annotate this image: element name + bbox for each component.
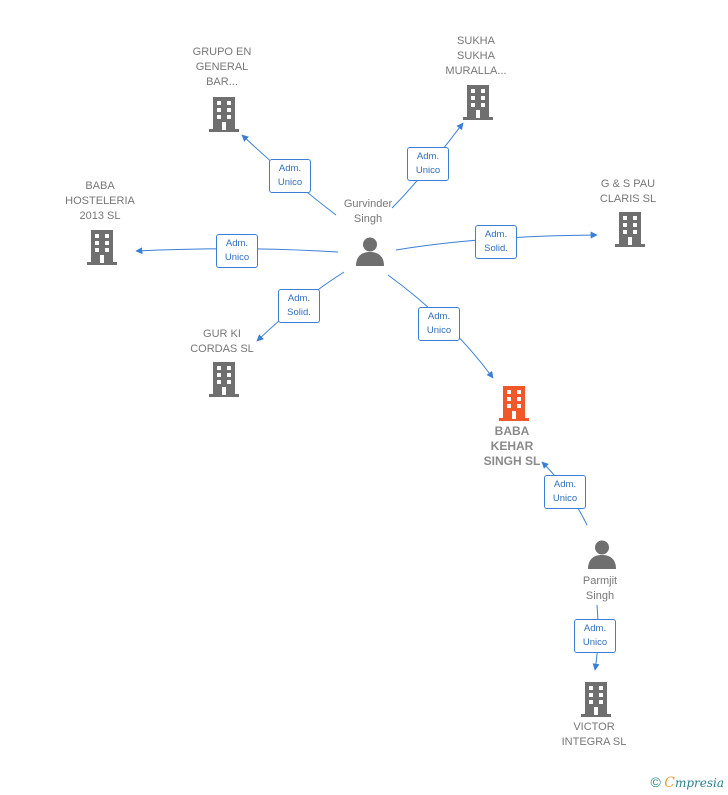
- relation-badge-grupo: Adm. Unico: [269, 159, 311, 193]
- relation-badge-baba-hosteleria: Adm. Unico: [216, 234, 258, 268]
- empresia-watermark: © Cmpresia: [651, 774, 724, 791]
- relation-badge-gur-ki: Adm. Solid.: [278, 289, 320, 323]
- brand-logo-initial: C: [664, 775, 675, 791]
- building-icon: [615, 212, 645, 247]
- building-icon: [463, 85, 493, 120]
- person-label-gurvinder: Gurvinder Singh: [343, 198, 393, 225]
- relation-badge-sukha: Adm. Unico: [407, 147, 449, 181]
- relation-badge-gs-pau: Adm. Solid.: [475, 225, 517, 259]
- company-label-victor: VICTOR INTEGRA SL: [561, 721, 627, 748]
- copyright-symbol: ©: [650, 774, 661, 790]
- relation-badge-parmjit-victor: Adm. Unico: [574, 619, 616, 653]
- building-icon: [499, 386, 529, 421]
- company-label-baba-hosteleria: BABA HOSTELERIA 2013 SL: [65, 180, 135, 222]
- building-icon: [209, 362, 239, 397]
- person-icon: [588, 540, 616, 569]
- building-icon: [87, 230, 117, 265]
- company-label-baba-kehar: BABA KEHAR SINGH SL: [483, 424, 541, 468]
- building-icon: [209, 97, 239, 132]
- brand-logo-text: mpresia: [674, 776, 724, 790]
- relation-badge-baba-kehar: Adm. Unico: [418, 307, 460, 341]
- person-label-parmjit: Parmjit Singh: [582, 575, 618, 602]
- building-icon: [581, 682, 611, 717]
- company-label-sukha: SUKHA SUKHA MURALLA...: [445, 35, 507, 77]
- company-label-grupo: GRUPO EN GENERAL BAR...: [192, 46, 252, 88]
- relation-badge-parmjit-baba-kehar: Adm. Unico: [544, 475, 586, 509]
- person-icon: [356, 237, 384, 266]
- company-label-gs-pau: G & S PAU CLARIS SL: [599, 178, 657, 205]
- company-label-gur-ki: GUR KI CORDAS SL: [190, 328, 254, 355]
